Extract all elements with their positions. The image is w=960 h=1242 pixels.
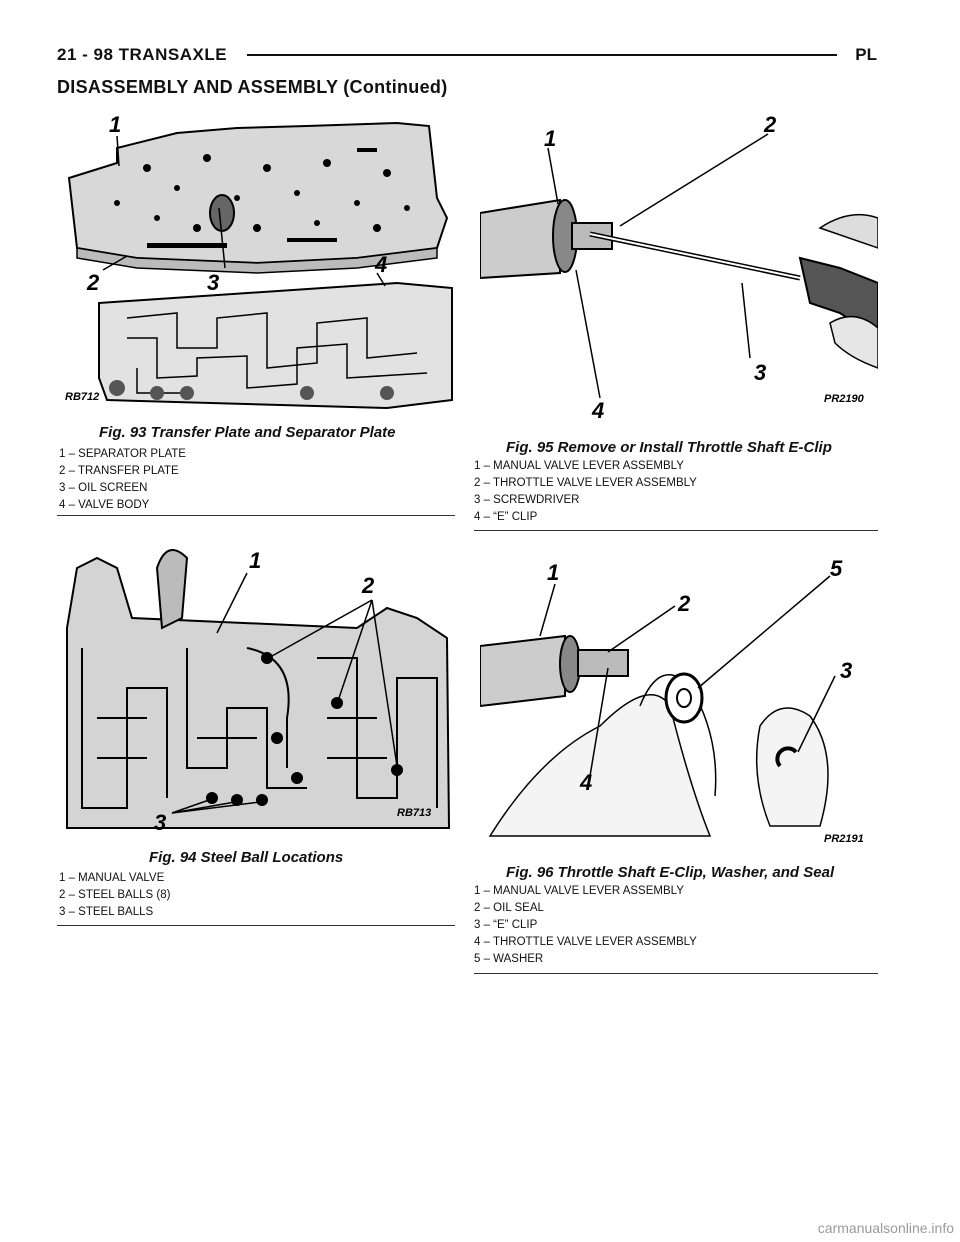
figure-rule (57, 515, 455, 516)
legend-item: 3 – “E” CLIP (474, 919, 538, 931)
callout-3: 3 (154, 810, 166, 835)
legend-item: 3 – SCREWDRIVER (474, 494, 580, 506)
legend-item: 1 – MANUAL VALVE LEVER ASSEMBLY (474, 460, 684, 472)
callout-1: 1 (544, 126, 556, 151)
callout-2: 2 (763, 112, 777, 137)
figure-96: 1 2 5 3 4 PR2191 Fig. 96 Throttle Shaft … (474, 556, 878, 976)
watermark: carmanualsonline.info (817, 1220, 954, 1236)
figure-93: 1 2 3 4 RB712 Fig. 93 Transfer Plate and… (57, 108, 455, 518)
header-rule (247, 54, 837, 56)
screwdriver-eclip-illustration: 1 2 3 4 PR2190 (480, 112, 878, 423)
figure-tag: PR2191 (824, 833, 864, 845)
callout-1: 1 (547, 560, 559, 585)
callout-3: 3 (840, 658, 852, 683)
legend-item: 4 – THROTTLE VALVE LEVER ASSEMBLY (474, 936, 697, 948)
figure-caption: Fig. 95 Remove or Install Throttle Shaft… (506, 439, 832, 456)
callout-3: 3 (754, 360, 766, 385)
legend-item: 2 – STEEL BALLS (8) (59, 889, 171, 901)
callout-4: 4 (591, 398, 604, 423)
legend-item: 2 – TRANSFER PLATE (59, 465, 179, 477)
page-reference: 21 - 98 TRANSAXLE (57, 45, 228, 64)
figure-tag: RB712 (65, 391, 99, 403)
callout-1: 1 (109, 112, 121, 137)
figure-tag: PR2190 (824, 393, 865, 405)
callout-2: 2 (86, 270, 100, 295)
figure-rule (474, 530, 878, 531)
page-header: 21 - 98 TRANSAXLE PL (57, 45, 877, 69)
legend-item: 3 – STEEL BALLS (59, 906, 154, 918)
valve-body-illustration: 1 2 3 4 RB712 (65, 112, 453, 410)
callout-5: 5 (830, 556, 843, 581)
figure-legend: 1 – MANUAL VALVE LEVER ASSEMBLY 2 – THRO… (474, 458, 697, 526)
legend-item: 1 – MANUAL VALVE LEVER ASSEMBLY (474, 885, 684, 897)
figure-94: 1 2 3 RB713 Fig. 94 Steel Ball Locations… (57, 538, 455, 928)
callout-1: 1 (249, 548, 261, 573)
figure-legend: 1 – MANUAL VALVE 2 – STEEL BALLS (8) 3 –… (59, 870, 170, 921)
figure-caption: Fig. 94 Steel Ball Locations (149, 849, 344, 866)
callout-4: 4 (579, 770, 592, 795)
legend-item: 5 – WASHER (474, 953, 544, 965)
callout-3: 3 (207, 270, 219, 295)
figure-legend: 1 – MANUAL VALVE LEVER ASSEMBLY 2 – OIL … (474, 883, 697, 968)
legend-item: 1 – SEPARATOR PLATE (59, 448, 186, 460)
figure-tag: RB713 (397, 807, 431, 819)
callout-2: 2 (361, 573, 375, 598)
legend-item: 4 – “E” CLIP (474, 511, 538, 523)
figure-legend: 1 – SEPARATOR PLATE 2 – TRANSFER PLATE 3… (59, 446, 186, 514)
legend-item: 2 – OIL SEAL (474, 902, 544, 914)
figure-rule (57, 925, 455, 926)
model-code: PL (855, 45, 877, 64)
figure-caption: Fig. 96 Throttle Shaft E-Clip, Washer, a… (506, 864, 835, 881)
callout-4: 4 (374, 252, 387, 277)
legend-item: 3 – OIL SCREEN (59, 482, 148, 494)
figure-caption: Fig. 93 Transfer Plate and Separator Pla… (99, 424, 396, 441)
figure-rule (474, 973, 878, 974)
legend-item: 4 – VALVE BODY (59, 499, 150, 511)
section-title: DISASSEMBLY AND ASSEMBLY (Continued) (57, 77, 448, 97)
steel-ball-illustration: 1 2 3 RB713 (66, 548, 451, 835)
figure-95: 1 2 3 4 PR2190 Fig. 95 Remove or Install… (474, 108, 878, 533)
legend-item: 2 – THROTTLE VALVE LEVER ASSEMBLY (474, 477, 697, 489)
eclip-washer-seal-illustration: 1 2 5 3 4 PR2191 (480, 556, 864, 845)
legend-item: 1 – MANUAL VALVE (59, 872, 165, 884)
callout-2: 2 (677, 591, 691, 616)
